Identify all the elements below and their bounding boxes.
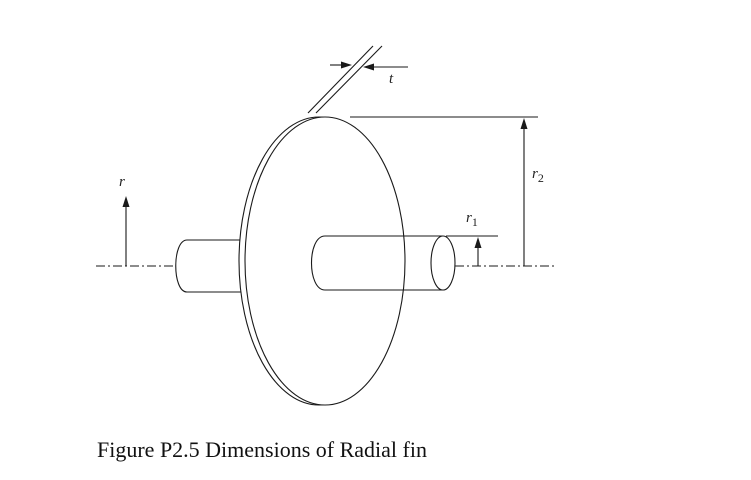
r2-label: r2 xyxy=(532,166,544,185)
r1-label: r1 xyxy=(466,210,478,229)
r2-label-main: r xyxy=(532,166,538,182)
r-label: r xyxy=(119,174,125,190)
fin-disk xyxy=(238,116,406,406)
r1-label-main: r xyxy=(466,210,472,226)
r2-label-sub: 2 xyxy=(538,171,544,185)
t-label: t xyxy=(389,71,394,87)
r2-dimension xyxy=(350,116,538,266)
left-shaft xyxy=(175,239,243,293)
t-dimension xyxy=(307,45,408,114)
r1-label-sub: 1 xyxy=(472,215,478,229)
r-direction-arrow xyxy=(122,196,130,266)
right-shaft xyxy=(310,235,456,291)
r1-dimension xyxy=(446,235,498,266)
radial-fin-diagram: r r1 r2 t xyxy=(96,45,555,406)
figure-caption: Figure P2.5 Dimensions of Radial fin xyxy=(97,437,427,462)
